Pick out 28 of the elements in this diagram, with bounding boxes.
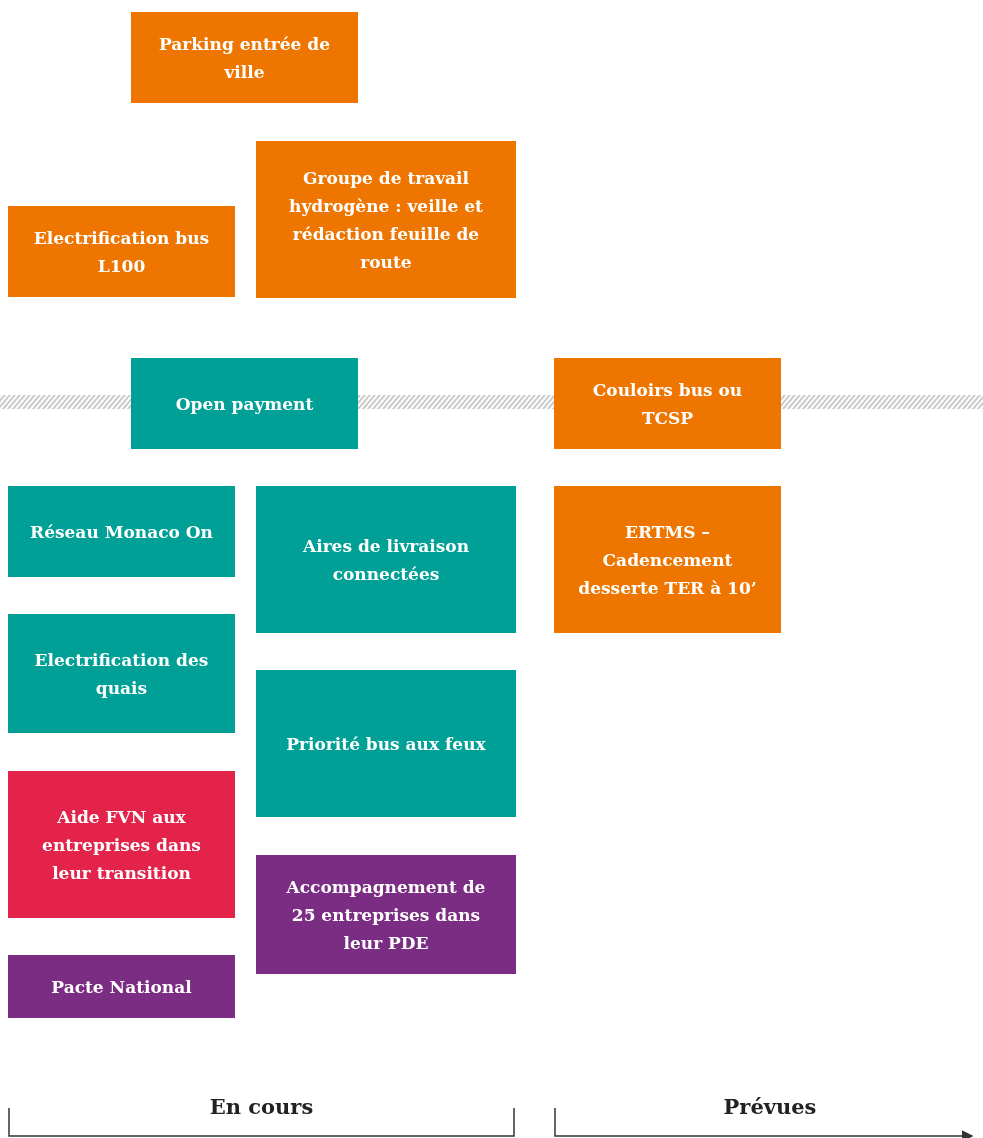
box-label: Réseau Monaco On	[30, 520, 213, 544]
action-box	[8, 206, 235, 297]
action-box	[256, 486, 516, 633]
box-label: Electrification des quais	[33, 648, 210, 700]
action-box	[554, 358, 781, 449]
box-label: Parking entrée de ville	[158, 32, 331, 84]
box-label: Open payment	[175, 392, 314, 416]
box-label: Priorité bus aux feux	[286, 732, 486, 756]
action-box	[131, 12, 358, 103]
action-box	[256, 670, 516, 817]
action-box	[131, 358, 358, 449]
box-label: ERTMS – Cadencement desserte TER à 10’	[577, 520, 758, 600]
box-label: Accompagnement de 25 entreprises dans leur PDE	[285, 875, 487, 955]
action-box	[256, 855, 516, 974]
box-label: Couloirs bus ou TCSP	[591, 378, 744, 430]
action-box	[8, 955, 235, 1018]
action-box	[8, 771, 235, 918]
box-label: Electrification bus L100	[32, 226, 211, 278]
action-box	[8, 614, 235, 733]
phase-label: Prévues	[722, 1094, 818, 1119]
box-label: Groupe de travail hydrogène : veille et rédaction feuille de route	[288, 166, 484, 274]
box-label: Aires de livraison connectées	[302, 534, 470, 586]
box-label: Pacte National	[51, 975, 192, 999]
phase-label: En cours	[208, 1094, 315, 1119]
action-box	[554, 486, 781, 633]
action-box	[8, 486, 235, 577]
action-box	[256, 141, 516, 298]
box-label: Aide FVN aux entreprises dans leur transition	[41, 805, 202, 885]
